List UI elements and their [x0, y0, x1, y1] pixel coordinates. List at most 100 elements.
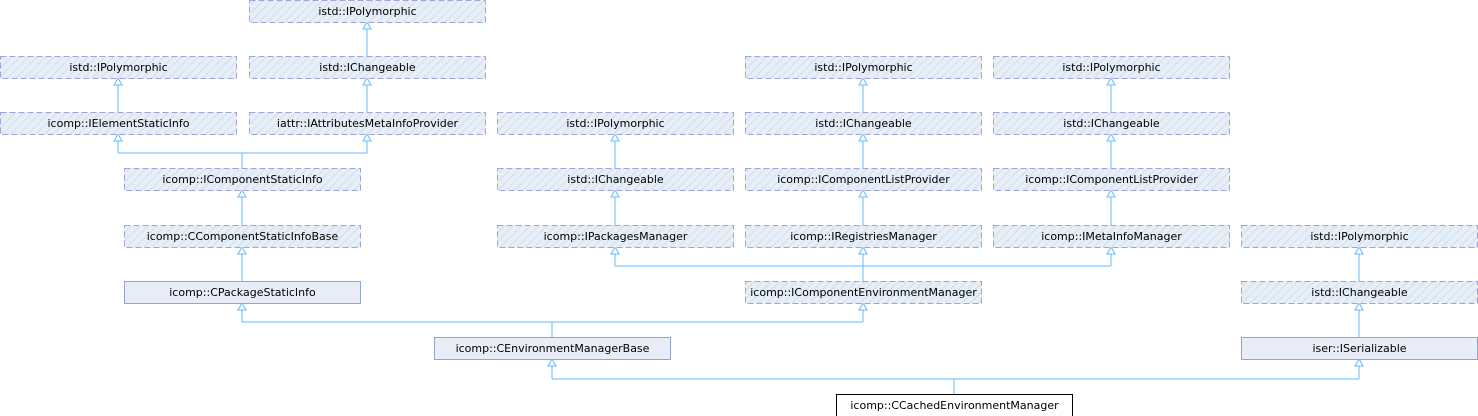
class-node-label: istd::IChangeable: [815, 117, 912, 130]
edge-arrowhead: [547, 357, 557, 367]
class-node[interactable]: istd::IChangeable: [249, 56, 486, 79]
class-node-box: [249, 0, 486, 23]
edge-to-n25: [547, 357, 1364, 394]
edge-to-n6: [113, 132, 372, 168]
edge-arrowhead: [858, 132, 868, 142]
class-node[interactable]: icomp::IMetaInfoManager: [993, 225, 1230, 248]
class-node-box: [745, 112, 982, 135]
edge-arrowhead: [1106, 188, 1116, 198]
class-node[interactable]: istd::IPolymorphic: [1241, 225, 1478, 248]
edge-to-n4: [113, 76, 123, 112]
class-node-label: icomp::IComponentStaticInfo: [162, 173, 323, 186]
class-node-label: icomp::IRegistriesManager: [790, 230, 937, 243]
edge-to-n15: [858, 188, 868, 225]
edge-line: [241, 303, 864, 337]
class-node[interactable]: istd::IChangeable: [1241, 281, 1478, 304]
edge-to-n21: [237, 301, 868, 337]
class-node-label: icomp::IElementStaticInfo: [47, 117, 189, 130]
class-node-label: istd::IPolymorphic: [566, 117, 664, 130]
class-node-label: iattr::IAttributesMetaInfoProvider: [277, 117, 459, 130]
edge-arrowhead: [610, 245, 620, 255]
class-node-label: istd::IChangeable: [1063, 117, 1160, 130]
edge-arrowhead: [858, 76, 868, 86]
edge-to-n24: [1354, 301, 1364, 337]
edge-to-n8: [237, 245, 247, 281]
class-node-box: [249, 112, 486, 135]
class-node-label: icomp::IComponentListProvider: [777, 173, 950, 186]
edge-line: [614, 247, 1112, 281]
class-node-label: istd::IPolymorphic: [1310, 230, 1408, 243]
class-node[interactable]: icomp::IComponentStaticInfo: [124, 168, 361, 191]
class-node[interactable]: istd::IPolymorphic: [497, 112, 734, 135]
class-node-label: istd::IPolymorphic: [1062, 61, 1160, 74]
class-node[interactable]: icomp::IComponentEnvironmentManager: [745, 281, 982, 304]
class-node-label: iser::ISerializable: [1312, 342, 1406, 355]
class-node[interactable]: icomp::CEnvironmentManagerBase: [434, 337, 671, 360]
class-node[interactable]: iser::ISerializable: [1241, 337, 1478, 360]
edge-to-n10: [610, 132, 620, 168]
class-node[interactable]: icomp::CComponentStaticInfoBase: [124, 225, 361, 248]
class-node[interactable]: icomp::IElementStaticInfo: [0, 112, 237, 135]
edge-to-n7: [237, 188, 247, 225]
class-node-label: istd::IChangeable: [567, 173, 664, 186]
edge-arrowhead: [610, 132, 620, 142]
class-node-box: [124, 168, 361, 191]
class-node[interactable]: istd::IChangeable: [745, 112, 982, 135]
class-node[interactable]: istd::IPolymorphic: [249, 0, 486, 23]
class-node-box: [745, 168, 982, 191]
edge-line: [117, 134, 368, 168]
class-node[interactable]: icomp::IComponentListProvider: [745, 168, 982, 191]
class-node-box: [745, 281, 982, 304]
class-node-label: icomp::CCachedEnvironmentManager: [850, 399, 1059, 412]
class-node-box: [124, 225, 361, 248]
class-node-box: [993, 112, 1230, 135]
edge-arrowhead: [362, 76, 372, 86]
class-node[interactable]: icomp::CPackageStaticInfo: [124, 281, 361, 304]
edge-arrowhead: [1354, 245, 1364, 255]
edges-layer: [113, 20, 1364, 394]
edge-line: [551, 359, 1360, 394]
class-node-label: istd::IPolymorphic: [814, 61, 912, 74]
class-node-box: [497, 168, 734, 191]
class-node[interactable]: iattr::IAttributesMetaInfoProvider: [249, 112, 486, 135]
edge-to-n18: [1106, 132, 1116, 168]
edge-arrowhead: [1106, 76, 1116, 86]
edge-arrowhead: [858, 188, 868, 198]
edge-to-n20: [610, 245, 1116, 281]
edge-to-n5: [362, 76, 372, 112]
class-node[interactable]: icomp::IRegistriesManager: [745, 225, 982, 248]
edge-arrowhead: [362, 20, 372, 30]
class-node-label: icomp::IComponentEnvironmentManager: [750, 286, 977, 299]
edge-arrowhead: [1354, 301, 1364, 311]
class-node-label: istd::IPolymorphic: [69, 61, 167, 74]
edge-arrowhead: [237, 245, 247, 255]
class-node-box: [993, 225, 1230, 248]
class-node[interactable]: istd::IPolymorphic: [0, 56, 237, 79]
class-node-label: icomp::CPackageStaticInfo: [169, 286, 316, 299]
class-node-label: icomp::CEnvironmentManagerBase: [456, 342, 650, 355]
class-node-box: [434, 337, 671, 360]
edge-arrowhead: [362, 132, 372, 142]
edge-arrowhead: [858, 301, 868, 311]
edge-arrowhead: [237, 188, 247, 198]
class-node[interactable]: istd::IPolymorphic: [993, 56, 1230, 79]
class-node-box: [0, 112, 237, 135]
edge-to-n17: [1106, 76, 1116, 112]
class-node-label: icomp::IComponentListProvider: [1025, 173, 1198, 186]
class-node[interactable]: icomp::CCachedEnvironmentManager: [836, 394, 1073, 416]
class-node-label: istd::IPolymorphic: [318, 5, 416, 18]
class-node-box: [745, 56, 982, 79]
class-node[interactable]: istd::IPolymorphic: [745, 56, 982, 79]
class-node[interactable]: istd::IChangeable: [993, 112, 1230, 135]
class-node-label: icomp::IPackagesManager: [544, 230, 688, 243]
class-node[interactable]: icomp::IPackagesManager: [497, 225, 734, 248]
edge-to-n19: [1106, 188, 1116, 225]
class-node[interactable]: istd::IChangeable: [497, 168, 734, 191]
class-node-box: [497, 225, 734, 248]
edge-arrowhead: [1106, 132, 1116, 142]
class-node-box: [993, 56, 1230, 79]
class-node[interactable]: icomp::IComponentListProvider: [993, 168, 1230, 191]
class-node-label: icomp::CComponentStaticInfoBase: [147, 230, 339, 243]
edge-arrowhead: [1106, 245, 1116, 255]
